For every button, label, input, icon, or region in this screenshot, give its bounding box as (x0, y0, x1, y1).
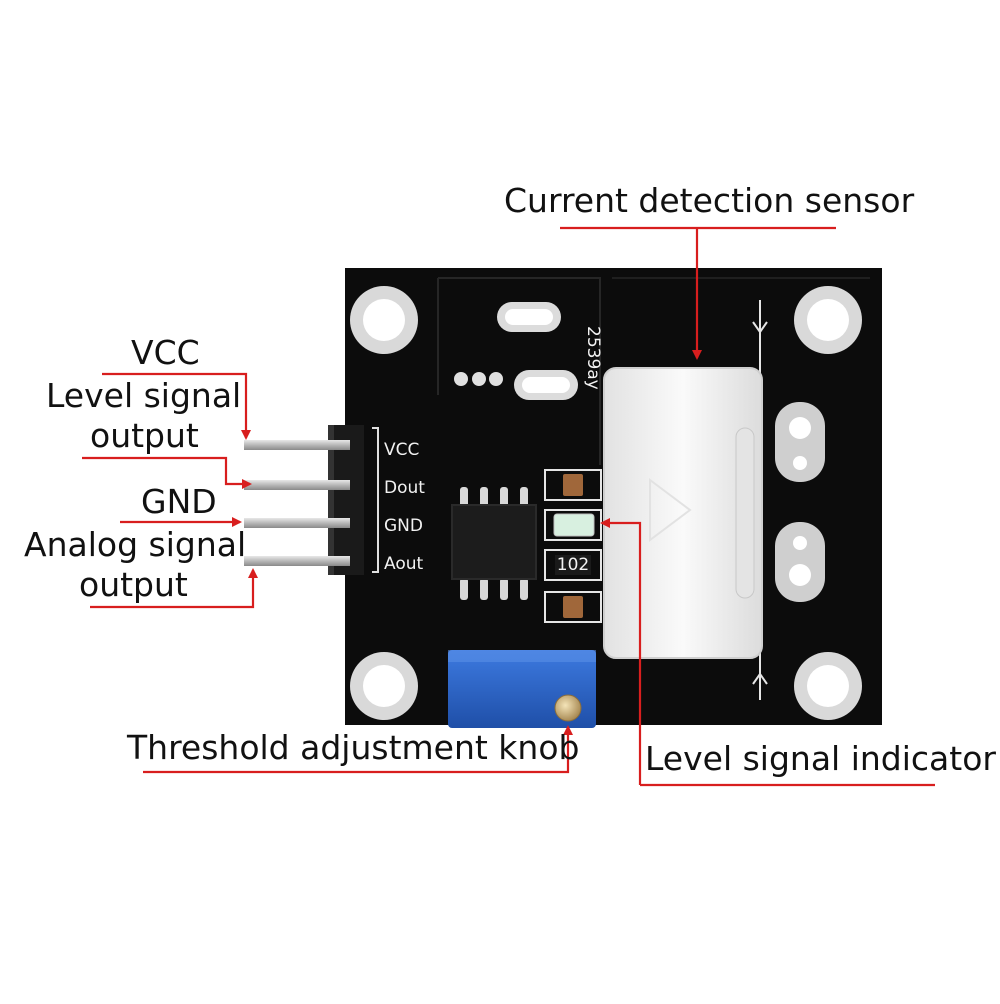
pointer-vcc (102, 372, 251, 440)
sensor-pads (454, 302, 578, 400)
label-level-output-1: Level signal (46, 376, 242, 415)
pointer-threshold-knob (143, 725, 573, 774)
pointer-aout (90, 568, 258, 609)
conductor-pads (752, 300, 825, 700)
pin-dout (244, 480, 350, 490)
mounting-hole-bottom-right (794, 652, 862, 720)
smd-components (544, 469, 602, 623)
pin-vcc (244, 440, 350, 450)
level-indicator-led (553, 513, 595, 537)
mounting-hole-top-right (794, 286, 862, 354)
label-analog-output-1: Analog signal (24, 525, 247, 564)
label-level-indicator: Level signal indicator (645, 739, 996, 778)
silk-pin-dout: Dout (384, 478, 425, 498)
label-vcc: VCC (131, 333, 200, 372)
threshold-potentiometer (448, 650, 596, 728)
label-gnd: GND (141, 482, 217, 521)
label-current-sensor: Current detection sensor (504, 181, 915, 220)
mounting-hole-top-left (350, 286, 418, 354)
label-level-output-2: output (90, 416, 199, 455)
pointer-dout (82, 456, 252, 489)
sensor-code-text: 2539ay (583, 326, 603, 390)
pointer-level-indicator (600, 518, 642, 785)
comparator-ic (451, 487, 537, 600)
label-threshold-knob: Threshold adjustment knob (127, 728, 580, 767)
silk-pin-vcc: VCC (384, 440, 419, 460)
label-analog-output-2: output (79, 565, 188, 604)
pin-aout (244, 556, 350, 566)
silk-pin-gnd: GND (384, 516, 423, 536)
pin-header (244, 425, 364, 575)
resistor-code-text: 102 (557, 555, 589, 575)
mounting-hole-bottom-left (350, 652, 418, 720)
pin-gnd (244, 518, 350, 528)
pointer-lines (82, 226, 935, 787)
pin-bracket (372, 427, 379, 573)
current-sensor-body (603, 367, 763, 659)
silk-pin-aout: Aout (384, 554, 424, 574)
